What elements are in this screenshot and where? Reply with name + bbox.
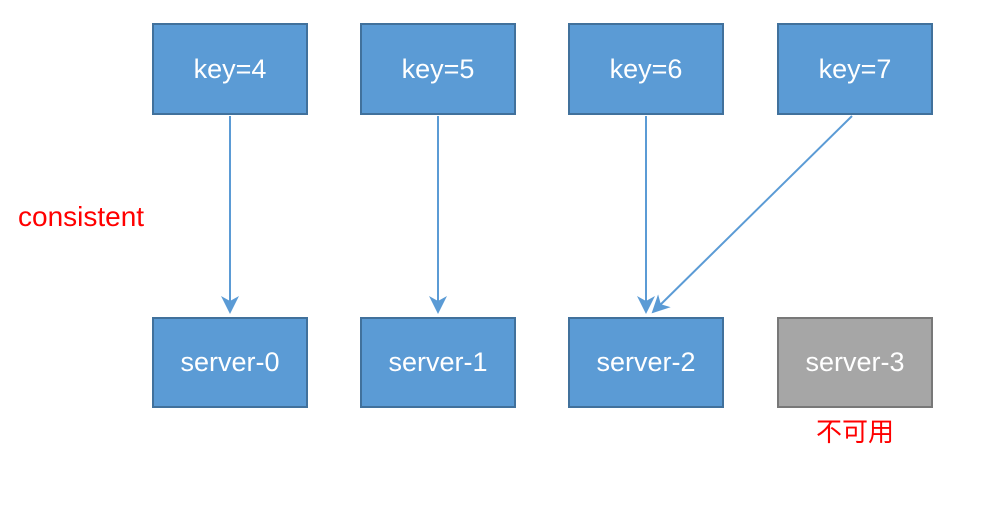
key-6-box: key=6: [568, 23, 724, 115]
consistent-annotation: consistent: [18, 201, 145, 232]
key-7-label: key=7: [818, 53, 892, 84]
key-5-box: key=5: [360, 23, 516, 115]
key-5-label: key=5: [401, 53, 475, 84]
server-0-label: server-0: [180, 347, 280, 377]
arrow-key7-to-server2: [651, 115, 853, 314]
server-3-label: server-3: [805, 347, 905, 377]
server-2-label: server-2: [596, 347, 696, 377]
key-4-box: key=4: [152, 23, 308, 115]
server-2-box: server-2: [568, 317, 724, 408]
server-1-box: server-1: [360, 317, 516, 408]
server-0-box: server-0: [152, 317, 308, 408]
key-6-label: key=6: [609, 53, 683, 84]
unavailable-annotation: 不可用: [815, 417, 894, 447]
server-1-label: server-1: [388, 347, 488, 377]
key-4-label: key=4: [193, 53, 267, 84]
server-3-box: server-3: [777, 317, 933, 408]
key-7-box: key=7: [777, 23, 933, 115]
